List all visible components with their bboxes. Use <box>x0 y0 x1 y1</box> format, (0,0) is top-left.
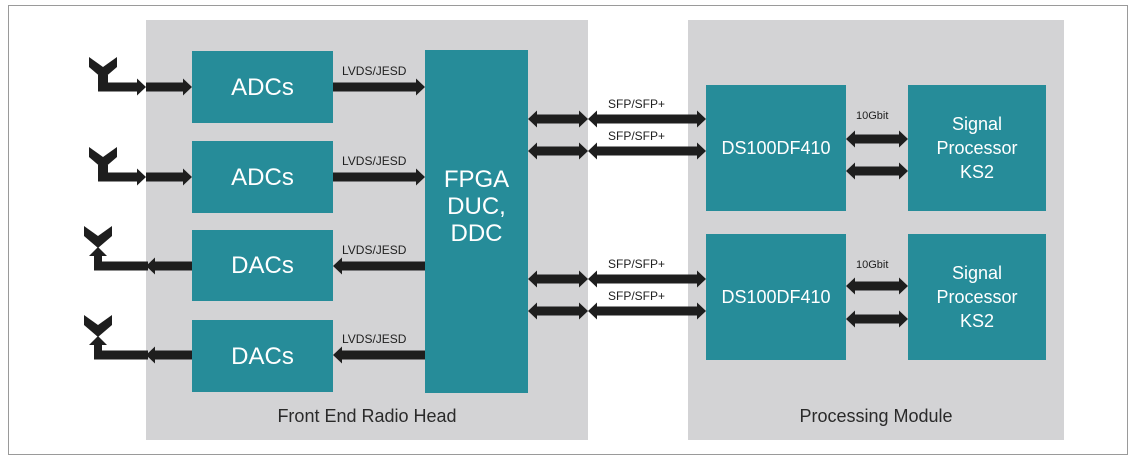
10gbit-link-arrow-3 <box>846 277 908 295</box>
panel-to-antenna-line-2 <box>98 350 146 360</box>
fpga-block[interactable]: FPGA DUC, DDC <box>425 50 528 393</box>
front-end-radio-head-title: Front End Radio Head <box>277 406 457 426</box>
panel-to-antenna-line-1 <box>98 261 146 271</box>
antenna-to-panel-arrow-1 <box>98 78 146 96</box>
sfp-label-1: SFP/SFP+ <box>608 97 666 111</box>
lvds-jesd-label-4: LVDS/JESD <box>342 332 407 346</box>
retimer-block-1[interactable]: DS100DF410 <box>706 85 846 211</box>
processing-module-panel: Processing Module <box>688 20 1064 440</box>
antenna-receive-icon-2 <box>89 147 117 169</box>
lvds-jesd-label-1: LVDS/JESD <box>342 64 407 78</box>
10gbit-link-arrow-1 <box>846 130 908 148</box>
panel-to-adc-arrow-2 <box>146 168 192 186</box>
adc-to-fpga-arrow-1 <box>333 78 425 96</box>
adc-to-fpga-arrow-2 <box>333 168 425 186</box>
dac-block-2[interactable]: DACs <box>192 320 333 392</box>
fpga-sfp-arrow-3 <box>528 270 588 288</box>
antenna-to-panel-arrow-2 <box>98 168 146 186</box>
processing-module-title: Processing Module <box>799 406 953 426</box>
sfp-label-2: SFP/SFP+ <box>608 129 666 143</box>
fpga-to-dac-arrow-1 <box>333 257 425 275</box>
sfp-link-arrow-3 <box>588 270 706 288</box>
adc-block-1[interactable]: ADCs <box>192 51 333 123</box>
dac-to-panel-arrow-2 <box>146 346 192 364</box>
signal-processor-block-1[interactable]: Signal Processor KS2 <box>908 85 1046 211</box>
sfp-link-arrow-2 <box>588 142 706 160</box>
10gbit-link-arrow-4 <box>846 310 908 328</box>
sfp-link-arrow-4 <box>588 302 706 320</box>
sfp-label-3: SFP/SFP+ <box>608 257 666 271</box>
lvds-jesd-label-2: LVDS/JESD <box>342 154 407 168</box>
signal-processor-block-2[interactable]: Signal Processor KS2 <box>908 234 1046 360</box>
retimer-block-2[interactable]: DS100DF410 <box>706 234 846 360</box>
dac-to-panel-arrow-1 <box>146 257 192 275</box>
sfp-label-4: SFP/SFP+ <box>608 289 666 303</box>
fpga-sfp-arrow-4 <box>528 302 588 320</box>
dac-block-1[interactable]: DACs <box>192 230 333 301</box>
10gbit-link-arrow-2 <box>846 162 908 180</box>
antenna-transmit-icon-2 <box>84 315 112 337</box>
fpga-sfp-arrow-2 <box>528 142 588 160</box>
antenna-transmit-icon-1 <box>84 226 112 248</box>
antenna-receive-icon-1 <box>89 57 117 79</box>
10gbit-label-1: 10Gbit <box>856 110 889 122</box>
fpga-sfp-arrow-1 <box>528 110 588 128</box>
sfp-link-arrow-1 <box>588 110 706 128</box>
panel-to-adc-arrow-1 <box>146 78 192 96</box>
fpga-to-dac-arrow-2 <box>333 346 425 364</box>
adc-block-2[interactable]: ADCs <box>192 141 333 213</box>
10gbit-label-2: 10Gbit <box>856 259 889 271</box>
lvds-jesd-label-3: LVDS/JESD <box>342 243 407 257</box>
